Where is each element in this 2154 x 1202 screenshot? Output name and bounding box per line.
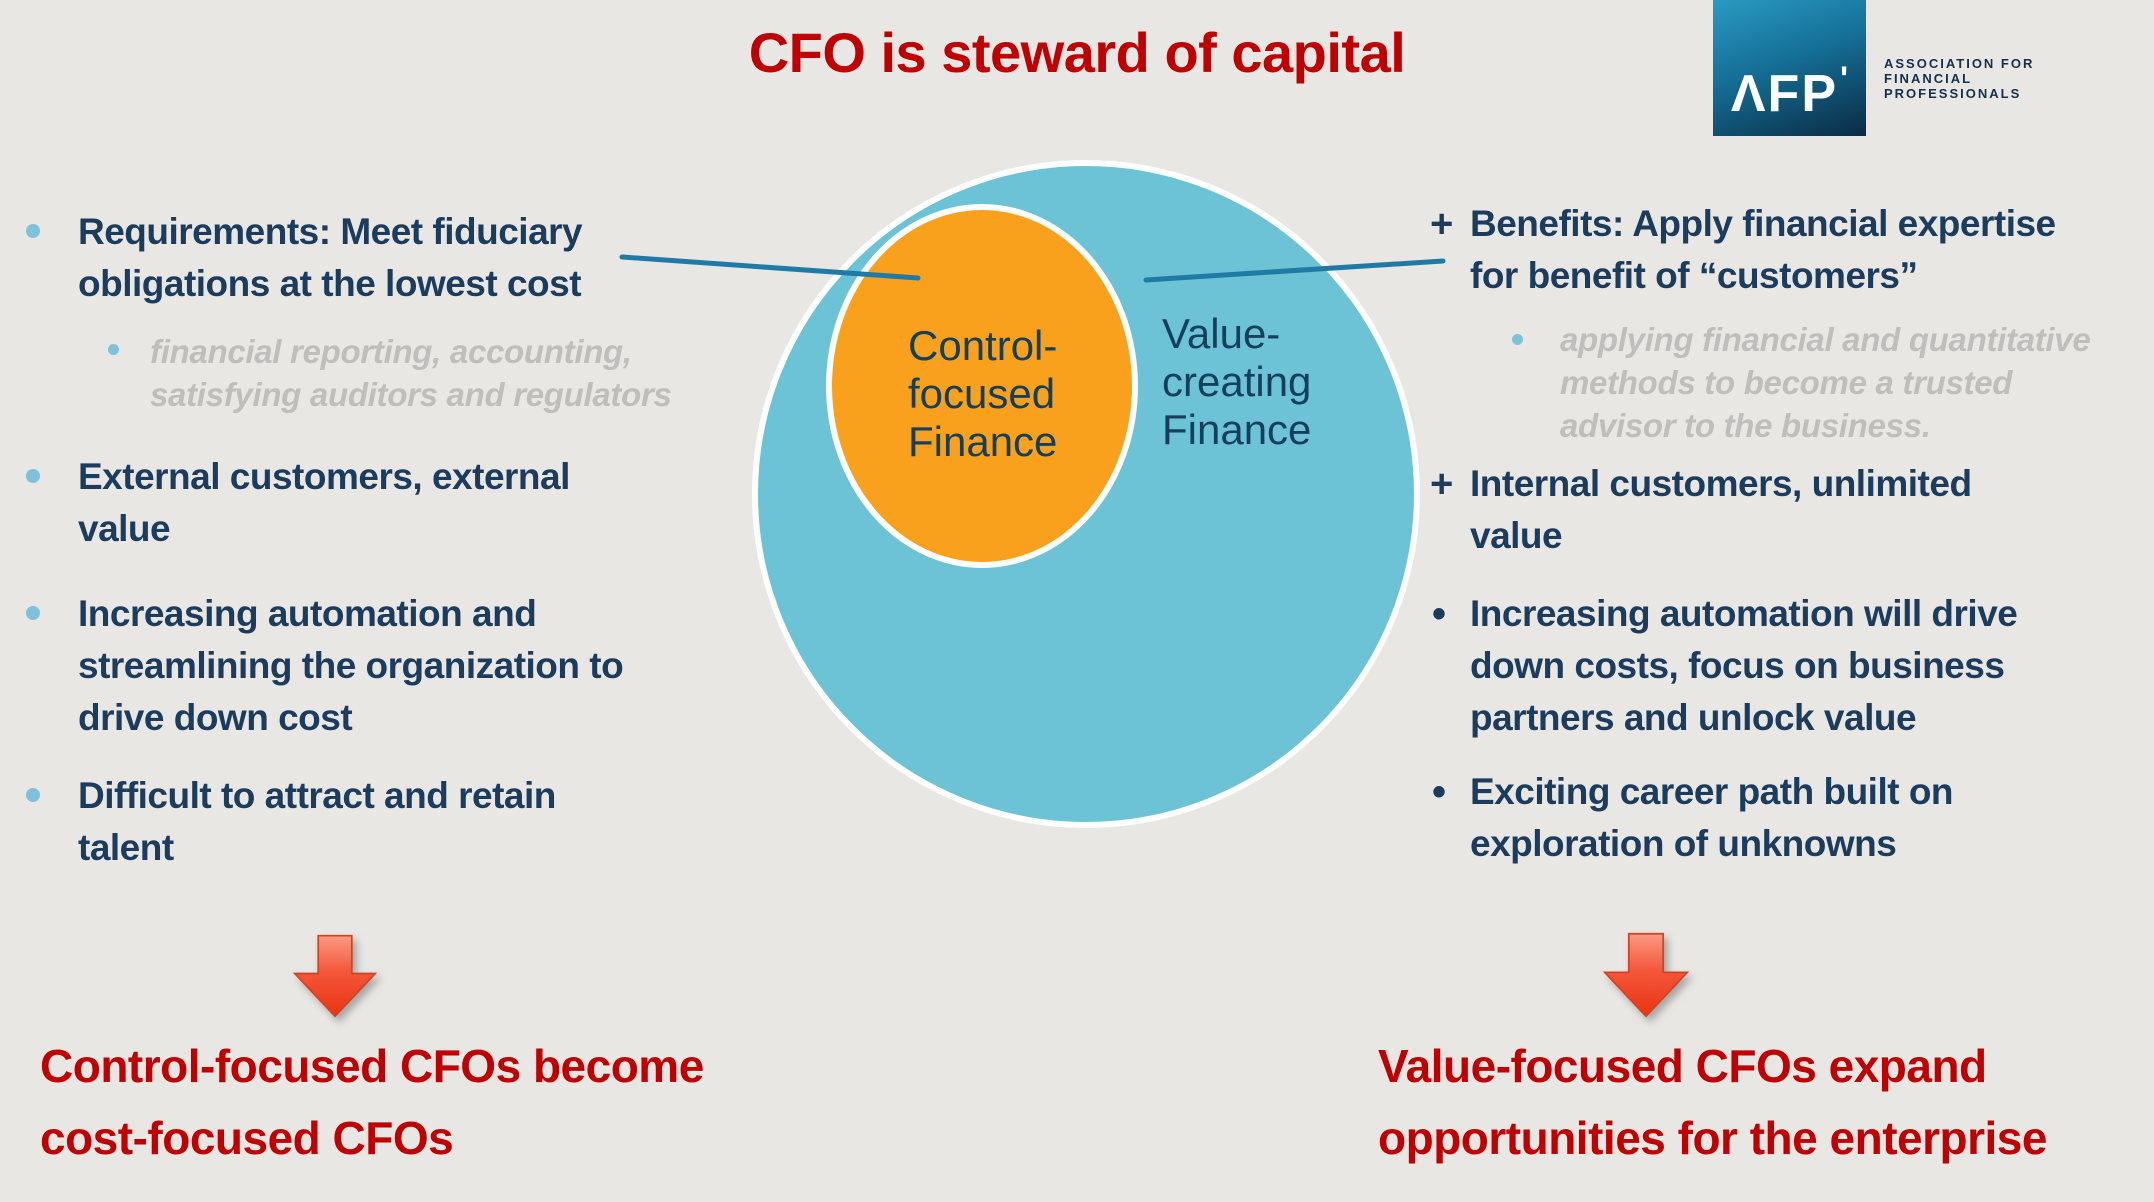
- right-bullet-automation-costs: Increasing automation will drive down co…: [1470, 593, 2018, 738]
- plus-marker: +: [1430, 462, 1454, 506]
- right-bullet-benefits: Benefits: Apply financial expertise for …: [1470, 203, 2056, 296]
- bullet-dot: [26, 224, 40, 238]
- down-arrow-right: [1602, 932, 1690, 1018]
- sub-bullet-dot: [108, 344, 119, 355]
- conclusion-right: Value-focused CFOs expand opportunities …: [1378, 1040, 2047, 1164]
- inner-circle-label: Control- focused Finance: [908, 322, 1058, 465]
- right-bullet-internal-customers-text: Internal customers, unlimited value: [1470, 463, 1972, 556]
- afp-logo-wordmark: ASSOCIATION FOR FINANCIAL PROFESSIONALS: [1884, 56, 2035, 101]
- bullet-dot: [26, 469, 40, 483]
- left-subbullet-financial-reporting: financial reporting, accounting, satisfy…: [150, 333, 672, 413]
- afp-logo: ΛFP': [1713, 0, 1866, 136]
- right-subbullet-applying-financial: applying financial and quantitative meth…: [1560, 321, 2091, 444]
- bullet-marker: •: [1432, 592, 1447, 636]
- bullet-marker: •: [1432, 770, 1447, 814]
- bullet-dot: [26, 606, 40, 620]
- left-bullet-increasing-automation: Increasing automation and streamlining t…: [78, 593, 624, 738]
- plus-marker: +: [1430, 202, 1454, 246]
- left-bullet-requirements: Requirements: Meet fiduciary obligations…: [78, 211, 583, 304]
- outer-circle-label: Value- creating Finance: [1162, 310, 1312, 453]
- bullet-dot: [26, 788, 40, 802]
- conclusion-left: Control-focused CFOs become cost-focused…: [40, 1040, 704, 1164]
- down-arrow-left: [292, 934, 378, 1018]
- page-title: CFO is steward of capital: [748, 21, 1406, 84]
- left-bullet-external-customers: External customers, external value: [78, 456, 570, 549]
- afp-logo-trademark-tick: ': [1840, 60, 1849, 98]
- right-bullet-career-path: Exciting career path built on exploratio…: [1470, 771, 1954, 864]
- sub-bullet-dot: [1512, 334, 1523, 345]
- afp-logo-monogram: ΛFP: [1730, 65, 1839, 123]
- left-bullet-talent: Difficult to attract and retain talent: [78, 775, 556, 868]
